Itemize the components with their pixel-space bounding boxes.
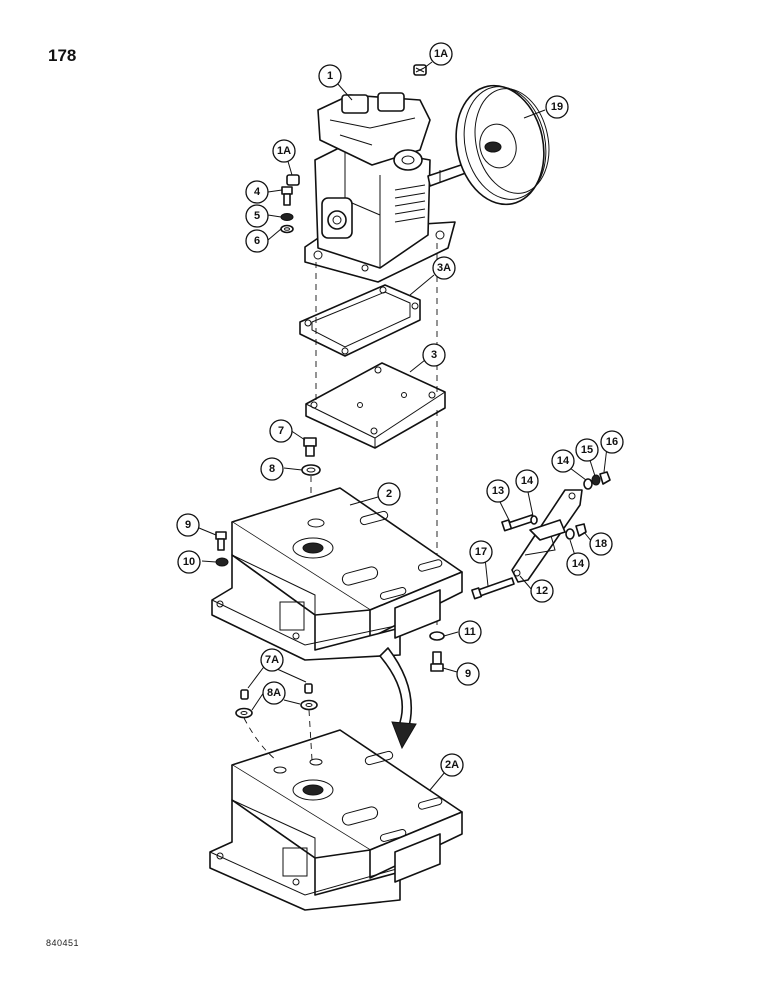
callout-2: 2 bbox=[377, 482, 401, 506]
gasket bbox=[299, 284, 421, 357]
svg-text:9: 9 bbox=[185, 519, 191, 531]
callout-1: 1 bbox=[318, 64, 342, 88]
washer-nut-upper bbox=[530, 471, 611, 525]
svg-text:10: 10 bbox=[183, 556, 195, 568]
svg-text:15: 15 bbox=[581, 444, 593, 456]
bolt-13 bbox=[501, 514, 535, 532]
svg-text:13: 13 bbox=[492, 485, 504, 497]
washer-nut-lower bbox=[565, 523, 587, 540]
mounting-bracket bbox=[211, 487, 463, 661]
svg-text:2: 2 bbox=[386, 488, 392, 500]
callout-14-lower: 14 bbox=[566, 552, 590, 576]
svg-text:16: 16 bbox=[606, 436, 618, 448]
callout-3: 3 bbox=[422, 343, 446, 367]
callout-19: 19 bbox=[545, 95, 569, 119]
callout-4: 4 bbox=[245, 180, 269, 204]
callout-1a-left: 1A bbox=[272, 139, 296, 163]
plug-top bbox=[413, 64, 427, 76]
bolt-washer-stack bbox=[280, 186, 294, 234]
callout-6: 6 bbox=[245, 229, 269, 253]
callout-8a: 8A bbox=[262, 681, 286, 705]
pulley bbox=[455, 84, 550, 206]
svg-text:6: 6 bbox=[254, 235, 260, 247]
callout-10: 10 bbox=[177, 550, 201, 574]
washer-11-bolt-9 bbox=[429, 631, 445, 672]
callout-17: 17 bbox=[469, 540, 493, 564]
svg-text:14: 14 bbox=[521, 475, 534, 487]
callout-5: 5 bbox=[245, 204, 269, 228]
svg-text:8: 8 bbox=[269, 463, 275, 475]
callout-14-top: 14 bbox=[515, 469, 539, 493]
callout-18: 18 bbox=[589, 532, 613, 556]
callout-14-upper: 14 bbox=[551, 449, 575, 473]
callout-15: 15 bbox=[575, 438, 599, 462]
plug-left bbox=[286, 174, 300, 186]
callout-11: 11 bbox=[458, 620, 482, 644]
svg-text:14: 14 bbox=[557, 455, 570, 467]
page-number: 178 bbox=[48, 46, 77, 65]
callout-16: 16 bbox=[600, 430, 624, 454]
callout-9-right: 9 bbox=[456, 662, 480, 686]
svg-text:4: 4 bbox=[254, 186, 261, 198]
svg-text:1A: 1A bbox=[277, 145, 291, 157]
replacement-arrow bbox=[379, 647, 417, 750]
screws-7a-washers-8a bbox=[235, 683, 318, 761]
svg-text:3: 3 bbox=[431, 349, 437, 361]
svg-text:5: 5 bbox=[254, 210, 260, 222]
svg-text:7: 7 bbox=[278, 425, 284, 437]
compressor bbox=[304, 92, 475, 283]
svg-text:1: 1 bbox=[327, 70, 333, 82]
svg-text:17: 17 bbox=[475, 546, 487, 558]
svg-text:7A: 7A bbox=[265, 654, 279, 666]
svg-text:3A: 3A bbox=[437, 262, 451, 274]
leader-lines bbox=[198, 61, 608, 791]
bolt-9-nut-10 bbox=[215, 531, 229, 567]
bolt-17 bbox=[471, 577, 515, 600]
svg-text:14: 14 bbox=[572, 558, 585, 570]
svg-text:1A: 1A bbox=[434, 48, 448, 60]
callout-1a-top: 1A bbox=[429, 42, 453, 66]
svg-text:18: 18 bbox=[595, 538, 607, 550]
svg-text:9: 9 bbox=[465, 668, 471, 680]
callout-9-left: 9 bbox=[176, 513, 200, 537]
svg-text:12: 12 bbox=[536, 585, 548, 597]
svg-text:19: 19 bbox=[551, 101, 563, 113]
svg-text:8A: 8A bbox=[267, 687, 281, 699]
callout-8: 8 bbox=[260, 457, 284, 481]
figure-code: 840451 bbox=[46, 938, 80, 948]
callout-13: 13 bbox=[486, 479, 510, 503]
callout-3a: 3A bbox=[432, 256, 456, 280]
alternate-bracket bbox=[209, 729, 463, 911]
callout-7a: 7A bbox=[260, 648, 284, 672]
callout-7: 7 bbox=[269, 419, 293, 443]
svg-text:11: 11 bbox=[464, 626, 476, 638]
callout-2a: 2A bbox=[440, 753, 464, 777]
adjuster-bracket bbox=[511, 489, 583, 583]
callout-12: 12 bbox=[530, 579, 554, 603]
svg-text:2A: 2A bbox=[445, 759, 459, 771]
adapter-plate bbox=[305, 362, 446, 449]
